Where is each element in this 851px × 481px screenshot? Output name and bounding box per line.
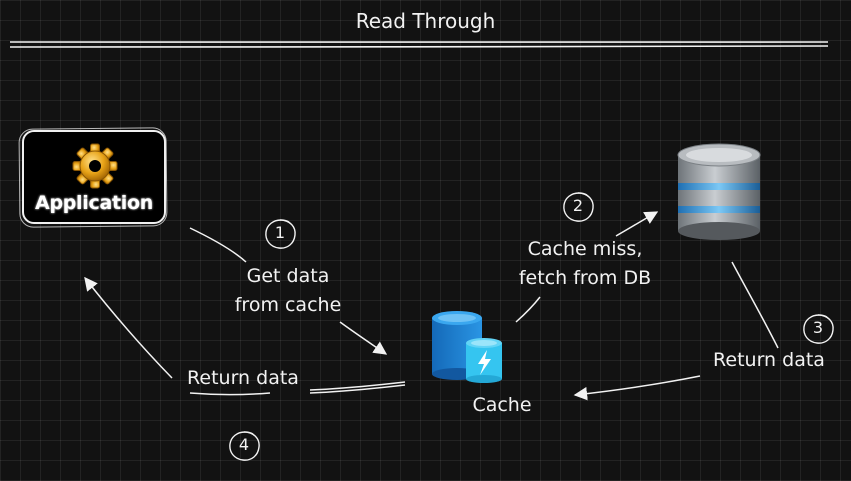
step-circle-4 [229, 431, 260, 461]
edge-label-return-app: Return data [170, 364, 316, 393]
cache-icon [432, 311, 502, 383]
step-circle-1 [265, 219, 296, 249]
page-title: Read Through [355, 9, 496, 33]
edge-get-data-arrow [339, 321, 388, 355]
edge-cache-miss-line [515, 296, 541, 323]
step-number-1: 1 [274, 223, 286, 242]
edge-label-return-db-line-1: Return data [713, 349, 825, 371]
step-number-4: 4 [238, 435, 250, 454]
edge-return-db-line [731, 261, 779, 349]
application-node: Application [22, 130, 166, 224]
edge-return-db [573, 261, 779, 401]
application-label: Application [35, 192, 153, 214]
cache-label: Cache [472, 394, 532, 416]
edge-label-get-data-line-2: from cache [234, 294, 342, 316]
edge-label-get-data-line-1: Get data [246, 265, 330, 287]
edge-return-app-arrow [84, 276, 173, 379]
step-circle-2 [563, 192, 594, 222]
step-number-3: 3 [812, 318, 824, 337]
edge-return-app-underline [189, 392, 271, 396]
edge-cache-miss [515, 211, 659, 323]
edge-label-cache-miss-line-2: fetch from DB [518, 267, 652, 289]
edge-label-cache-miss: Cache miss, fetch from DB [490, 235, 680, 293]
edge-label-return-app-line-1: Return data [187, 367, 299, 389]
database-icon [677, 143, 761, 240]
step-circle-3 [803, 314, 834, 344]
step-number-2: 2 [572, 196, 584, 215]
edge-label-cache-miss-line-1: Cache miss, [527, 238, 643, 260]
edge-return-app [84, 276, 406, 396]
edge-return-app-line-2 [309, 384, 406, 394]
edge-label-get-data: Get data from cache [208, 262, 368, 320]
edge-get-data [189, 227, 388, 355]
edge-label-return-db: Return data [696, 346, 842, 375]
gear-icon [72, 143, 118, 189]
title-underline [9, 40, 829, 48]
step-circles [229, 192, 834, 461]
edge-get-data-line [189, 227, 247, 263]
edge-return-db-arrow [573, 375, 701, 401]
edge-cache-miss-arrow [615, 211, 659, 237]
edge-return-app-line [309, 381, 406, 391]
